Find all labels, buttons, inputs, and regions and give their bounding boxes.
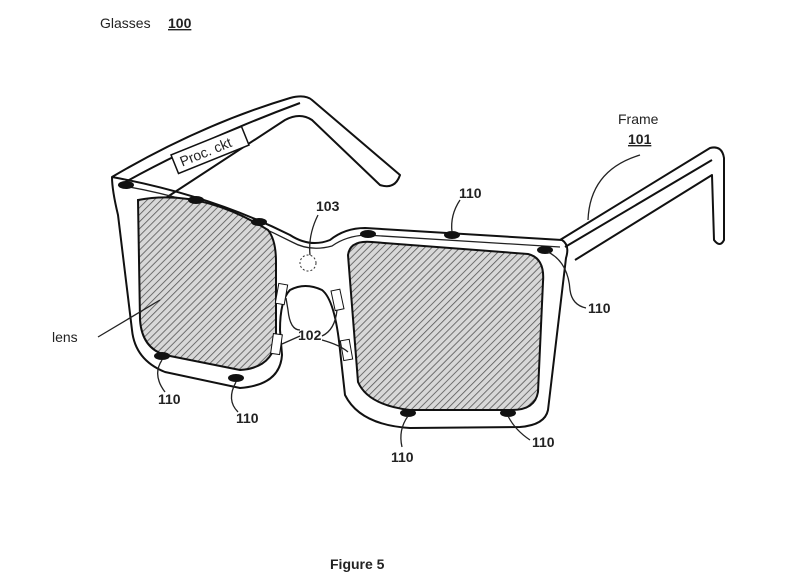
frame-label: Frame	[618, 111, 659, 127]
nose-pad	[339, 338, 354, 362]
processor-label: Proc. ckt	[177, 134, 234, 169]
right-temple	[559, 146, 725, 261]
sensor	[118, 181, 134, 189]
left-lens	[136, 196, 277, 372]
sensor-ref: 110	[532, 434, 555, 450]
bridge-sensor-ref: 103	[316, 198, 340, 214]
sensor-ref: 110	[588, 300, 611, 316]
leader-lines	[97, 154, 641, 448]
sensor-ref: 110	[459, 185, 482, 201]
sensor	[188, 196, 204, 204]
nose-pad	[274, 282, 289, 306]
lens-label: lens	[52, 329, 78, 345]
nose-pad	[330, 288, 345, 312]
bridge-sensor	[299, 254, 317, 272]
sensor-ref: 110	[236, 410, 259, 426]
nose-pad	[270, 332, 283, 356]
sensor-ref: 110	[158, 391, 181, 407]
nose-pad-ref: 102	[298, 327, 322, 343]
frame-front	[111, 176, 569, 429]
sensor	[500, 409, 516, 417]
title-ref: 100	[168, 15, 192, 31]
sensor	[360, 230, 376, 238]
sensor	[154, 352, 170, 360]
sensors	[118, 181, 553, 417]
frame-ref: 101	[628, 131, 652, 147]
sensor	[251, 218, 267, 226]
right-lens	[346, 240, 545, 411]
sensor	[400, 409, 416, 417]
figure-caption: Figure 5	[330, 556, 385, 572]
sensor	[444, 231, 460, 239]
processor-circuit: Proc. ckt	[170, 125, 250, 175]
right-temple-edge	[564, 159, 713, 248]
sensor-ref: 110	[391, 449, 414, 465]
left-temple	[111, 95, 401, 206]
title-label: Glasses	[100, 15, 151, 31]
sensor	[228, 374, 244, 382]
